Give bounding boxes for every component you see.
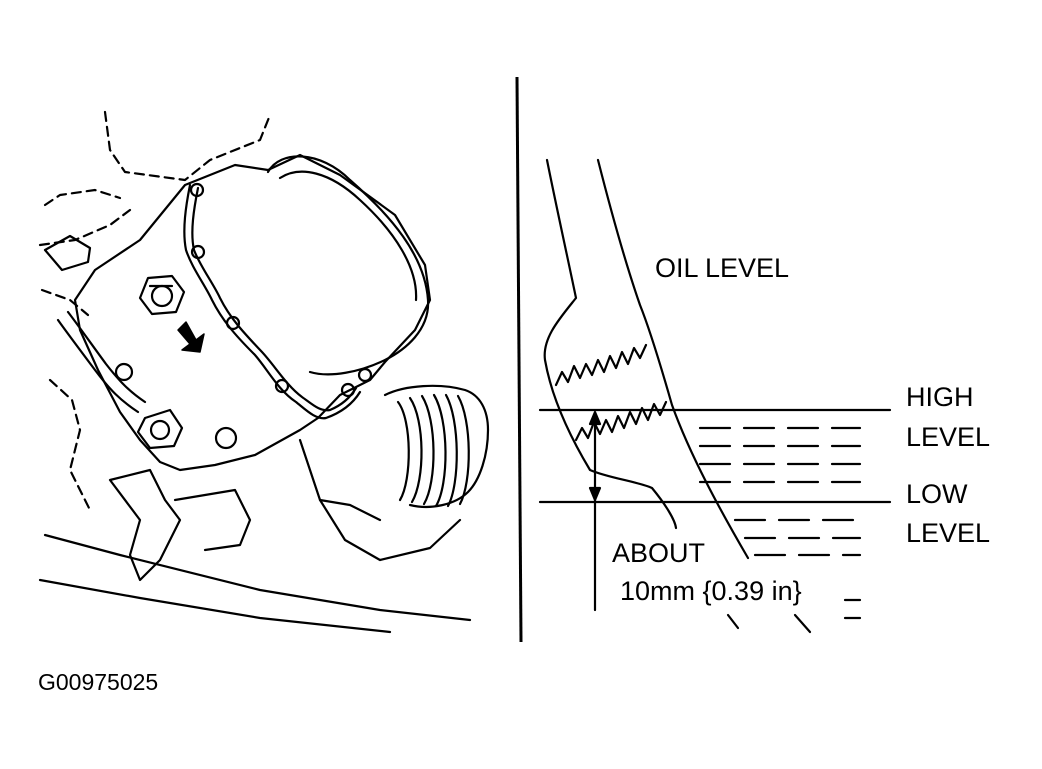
low-level-label-line1: LOW xyxy=(906,479,968,509)
fitting xyxy=(214,426,238,450)
high-level-label-line1: HIGH xyxy=(906,382,974,412)
oil-pan-inner xyxy=(278,170,418,302)
transmission-case xyxy=(73,153,432,472)
dipstick-right-edge xyxy=(596,158,750,560)
background-outline-dashed xyxy=(103,110,272,182)
coolant-pipe-2 xyxy=(66,310,147,404)
bolt xyxy=(274,378,290,394)
background-outline-dashed-3 xyxy=(38,208,132,247)
about-label: ABOUT xyxy=(612,538,705,568)
pointer-arrow-icon xyxy=(177,321,205,353)
bolt xyxy=(189,182,205,198)
crossmember-2 xyxy=(38,578,392,634)
figure-id: G00975025 xyxy=(38,669,158,695)
engine-mount xyxy=(298,438,462,562)
crossmember xyxy=(43,533,472,622)
drain-plug xyxy=(136,408,184,450)
trailing-mark xyxy=(793,613,812,634)
dipstick-detail xyxy=(538,158,892,634)
dimension-arrow-bottom-icon xyxy=(588,486,602,502)
dimension-arrow-top-icon xyxy=(588,410,602,426)
lower-bracket-2 xyxy=(173,488,252,552)
dipstick-hatch-upper xyxy=(554,343,648,387)
bolt xyxy=(225,315,241,331)
oil-level-label: OIL LEVEL xyxy=(655,253,789,283)
gasket-flange-inner xyxy=(191,186,358,412)
high-level-label-line2: LEVEL xyxy=(906,422,990,452)
background-outline-dashed-2 xyxy=(43,188,122,207)
background-outline-dashed-5 xyxy=(48,378,92,512)
fitting xyxy=(114,362,134,382)
oil-surface-dashes xyxy=(698,426,862,557)
dipstick-left-edge xyxy=(543,158,678,530)
bolt xyxy=(340,382,356,398)
filler-plug xyxy=(138,274,186,316)
coolant-pipe xyxy=(56,318,140,414)
trailing-mark xyxy=(726,613,740,630)
bolt xyxy=(357,367,373,383)
panel-divider xyxy=(515,76,523,643)
bracket xyxy=(43,234,92,272)
background-outline-dashed-4 xyxy=(40,288,90,317)
gasket-flange xyxy=(183,183,362,420)
oil-pan xyxy=(266,155,430,376)
transmission-illustration xyxy=(38,110,490,634)
lower-bracket xyxy=(108,468,182,582)
bolt xyxy=(190,244,206,260)
driveshaft-boot xyxy=(383,384,490,508)
dipstick-hatch-lower xyxy=(574,400,668,442)
low-level-label-line2: LEVEL xyxy=(906,518,990,548)
about-dimension-label: 10mm {0.39 in} xyxy=(620,576,802,606)
engine-mount-2 xyxy=(318,498,382,522)
